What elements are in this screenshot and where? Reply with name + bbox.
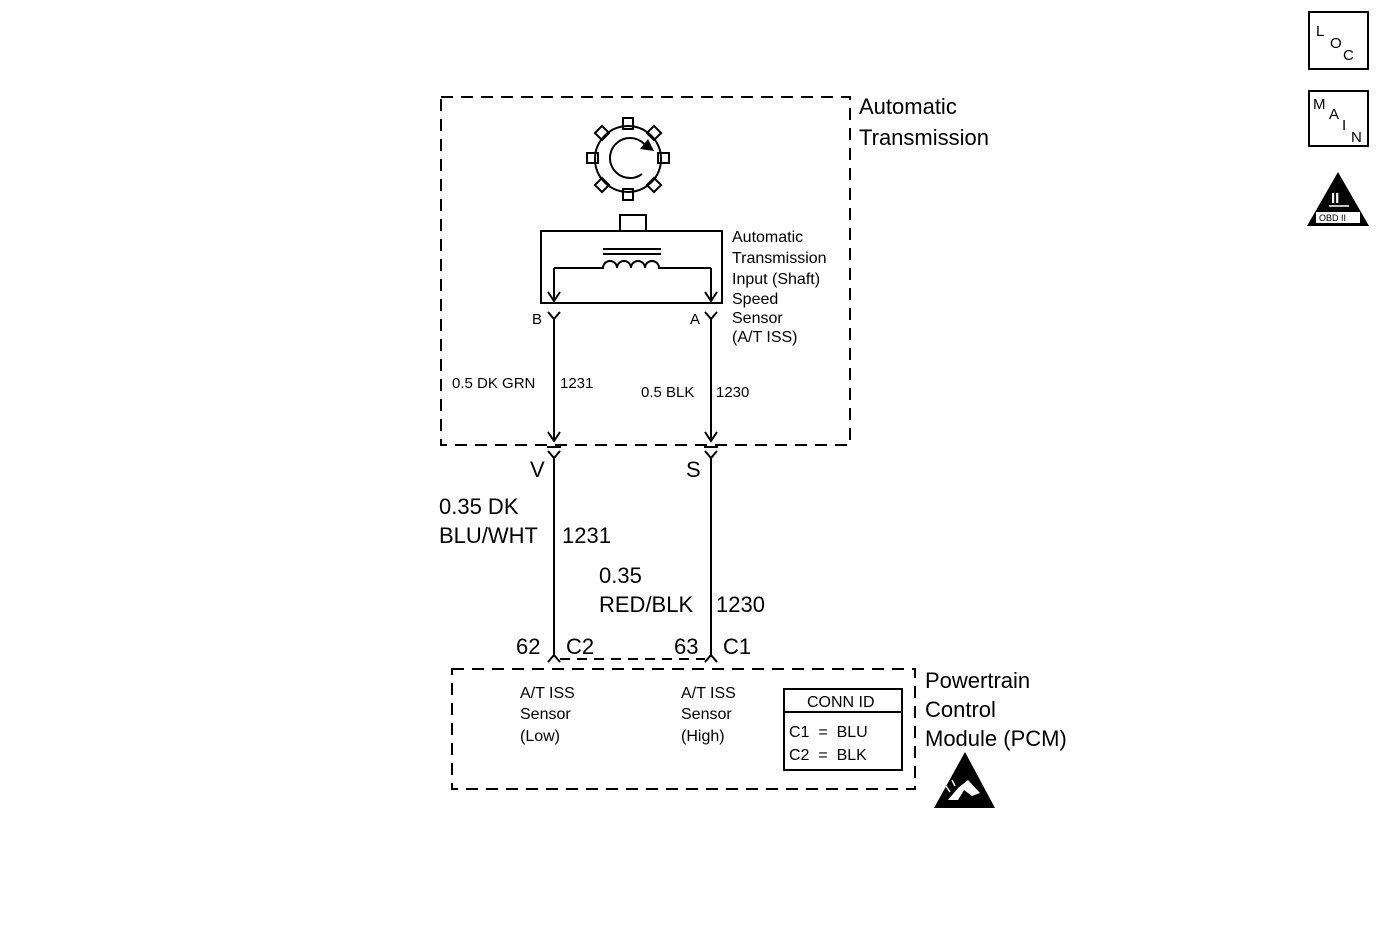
wire-right-outer-circuit: 1230 (716, 592, 765, 617)
pcm-conn-c1: C1 (723, 634, 751, 659)
main-icon-letter-i: I (1342, 117, 1346, 134)
main-icon-letter-a: A (1329, 106, 1339, 123)
esd-warning-icon (934, 752, 995, 808)
conn-id-row-c2: C2 = BLK (789, 747, 867, 764)
pcm-input-low-line2: Sensor (520, 706, 571, 723)
conn-id-header: CONN ID (807, 694, 875, 711)
sensor-pin-b: B (532, 311, 542, 328)
pin-a-terminal (704, 311, 718, 321)
sensor-label-line2: Transmission (732, 250, 827, 267)
pcm-pin-62: 62 (516, 634, 540, 659)
wire-right-outer-line2: RED/BLK (599, 592, 693, 617)
conn-id-table: CONN ID C1 = BLU C2 = BLK (783, 688, 903, 771)
input-speed-sensor (540, 214, 723, 304)
main-icon-letter-m: M (1313, 96, 1326, 113)
pcm-input-low-line1: A/T ISS (520, 685, 575, 702)
wire-left-outer-line2: BLU/WHT (439, 523, 538, 548)
pcm-title-line3: Module (PCM) (925, 726, 1067, 751)
sensor-label-line6: (A/T ISS) (732, 329, 798, 346)
pcm-pin-63-terminal (704, 653, 718, 663)
sensor-label-line4: Speed (732, 291, 778, 308)
pcm-boundary (451, 668, 916, 790)
connector-v-label: V (530, 457, 545, 482)
wire-right-outer-line1: 0.35 (599, 563, 642, 588)
conn-id-row-c1: C1 = BLU (789, 724, 868, 741)
transmission-boundary (440, 96, 851, 446)
wire-right-inner-circuit: 1230 (716, 384, 749, 401)
connector-s-label: S (686, 457, 701, 482)
transmission-title-line1: Automatic (859, 94, 957, 119)
pcm-input-high-line1: A/T ISS (681, 685, 736, 702)
pin-b-terminal (547, 311, 561, 321)
obd-ii-icon[interactable]: II OBD II (1307, 172, 1369, 226)
sensor-label-line5: Sensor (732, 310, 783, 327)
sensor-pin-a: A (690, 311, 700, 328)
transmission-title-line2: Transmission (859, 125, 989, 150)
pcm-title-line1: Powertrain (925, 668, 1030, 693)
connector-s-terminal (704, 450, 718, 460)
pcm-conn-c2: C2 (566, 634, 594, 659)
connector-v-terminal (547, 450, 561, 460)
obd-ii-caption: OBD II (1319, 213, 1346, 223)
sensor-label-line3: Input (Shaft) (732, 271, 820, 288)
pcm-title-line2: Control (925, 697, 996, 722)
wire-left-inner-label: 0.5 DK GRN (452, 375, 535, 392)
loc-icon-letter-l: L (1316, 23, 1324, 40)
wire-left-outer-circuit: 1231 (562, 523, 611, 548)
loc-icon[interactable]: L O C (1308, 11, 1369, 70)
pcm-pin-62-terminal (547, 653, 561, 663)
wire-right-inner-label: 0.5 BLK (641, 384, 694, 401)
pcm-input-high-line2: Sensor (681, 706, 732, 723)
pcm-input-low-line3: (Low) (520, 728, 560, 745)
loc-icon-letter-o: O (1330, 35, 1342, 52)
obd-ii-numeral: II (1331, 190, 1339, 207)
main-icon[interactable]: M A I N (1308, 90, 1369, 147)
wire-left-inner-circuit: 1231 (560, 375, 593, 392)
pcm-input-high-line3: (High) (681, 728, 725, 745)
tone-wheel-icon (586, 117, 670, 201)
main-icon-letter-n: N (1351, 129, 1362, 146)
pcm-pin-63: 63 (674, 634, 698, 659)
loc-icon-letter-c: C (1343, 47, 1354, 64)
wire-left-outer-line1: 0.35 DK (439, 494, 519, 519)
sensor-label-line1: Automatic (732, 229, 803, 246)
